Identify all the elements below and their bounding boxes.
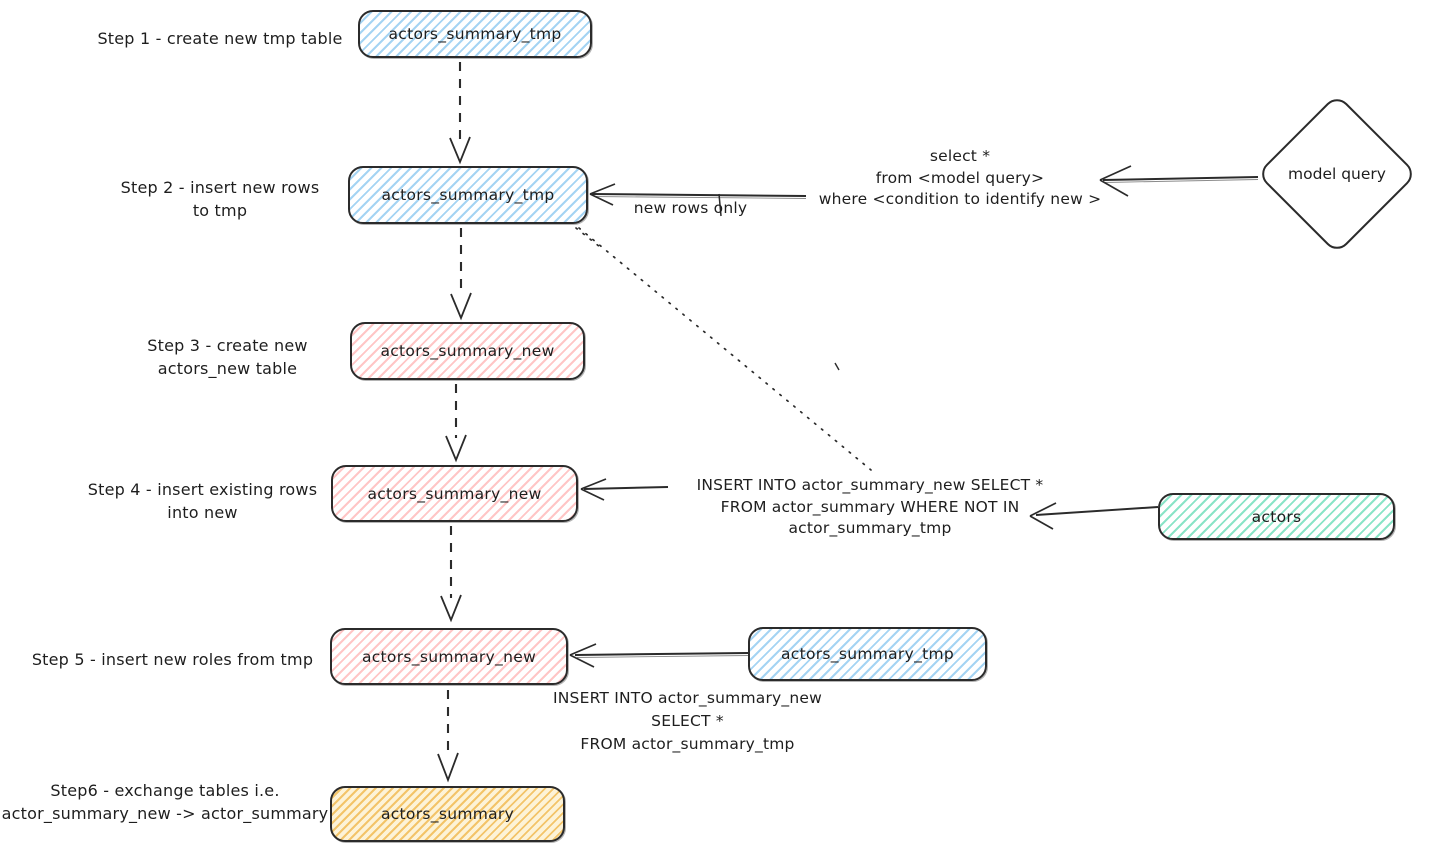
model-query-label: model query bbox=[1288, 165, 1386, 183]
insert-existing-line3: actor_summary_tmp bbox=[788, 519, 952, 537]
node-label: actors_summary_new bbox=[380, 342, 555, 360]
select-query-line2: from <model query> bbox=[875, 168, 1045, 187]
step1-label-line1: Step 1 - create new tmp table bbox=[97, 29, 343, 48]
step1-label: Step 1 - create new tmp table bbox=[85, 27, 355, 50]
node-actors[interactable]: actors bbox=[1158, 493, 1395, 540]
node-step6-actors-summary[interactable]: actors_summary bbox=[330, 786, 565, 842]
node-actors-summary-tmp-source[interactable]: actors_summary_tmp bbox=[748, 627, 987, 681]
annotation-insert-from-tmp-sql: INSERT INTO actor_summary_new SELECT * F… bbox=[535, 687, 840, 756]
arrow-tmp-to-step5 bbox=[569, 643, 749, 668]
arrow-step4-to-step5 bbox=[440, 526, 462, 623]
node-step1-actors-summary-tmp[interactable]: actors_summary_tmp bbox=[358, 10, 592, 58]
insert-tmp-line3: FROM actor_summary_tmp bbox=[580, 735, 795, 753]
step2-label-line1: Step 2 - insert new rows bbox=[120, 178, 320, 197]
node-label: actors_summary_new bbox=[361, 647, 537, 666]
node-step2-actors-summary-tmp[interactable]: actors_summary_tmp bbox=[348, 166, 588, 224]
step2-label-line2: to tmp bbox=[192, 201, 248, 220]
arrow-step5-to-step6 bbox=[437, 690, 459, 783]
arrow-step3-to-step4 bbox=[445, 384, 467, 463]
insert-tmp-line2: SELECT * bbox=[651, 712, 724, 730]
step2-label: Step 2 - insert new rows to tmp bbox=[100, 176, 340, 222]
step6-label-line1: Step6 - exchange tables i.e. bbox=[50, 781, 280, 800]
arrow-step2-to-step3 bbox=[450, 228, 472, 321]
annotation-new-rows-only: new rows only bbox=[633, 199, 748, 217]
step3-label: Step 3 - create new actors_new table bbox=[105, 334, 350, 380]
arrow-step1-to-step2 bbox=[449, 62, 471, 165]
select-query-line1: select * bbox=[929, 147, 991, 165]
node-label: actors bbox=[1251, 507, 1302, 526]
step6-label: Step6 - exchange tables i.e. actor_summa… bbox=[0, 779, 330, 825]
node-label: actors_summary_new bbox=[367, 484, 542, 503]
node-step5-actors-summary-new[interactable]: actors_summary_new bbox=[330, 628, 568, 685]
node-label: actors_summary bbox=[380, 805, 515, 823]
step3-label-line1: Step 3 - create new bbox=[147, 336, 308, 355]
node-step4-actors-summary-new[interactable]: actors_summary_new bbox=[331, 465, 578, 522]
insert-existing-line1: INSERT INTO actor_summary_new SELECT * bbox=[696, 476, 1044, 494]
node-step3-actors-summary-new[interactable]: actors_summary_new bbox=[350, 322, 585, 380]
select-query-line3: where <condition to identify new > bbox=[818, 190, 1102, 208]
annotation-insert-existing-sql: INSERT INTO actor_summary_new SELECT * F… bbox=[665, 475, 1075, 540]
step5-label: Step 5 - insert new roles from tmp bbox=[25, 648, 320, 671]
node-label: actors_summary_tmp bbox=[388, 25, 562, 43]
insert-existing-line2: FROM actor_summary WHERE NOT IN bbox=[720, 497, 1020, 516]
step4-label: Step 4 - insert existing rows into new bbox=[70, 478, 335, 524]
dotted-link-tmp-to-sql bbox=[575, 227, 872, 471]
step5-label-line1: Step 5 - insert new roles from tmp bbox=[31, 650, 314, 669]
step4-label-line1: Step 4 - insert existing rows bbox=[87, 480, 318, 499]
node-label: actors_summary_tmp bbox=[381, 186, 555, 204]
annotation-select-query: select * from <model query> where <condi… bbox=[795, 146, 1125, 211]
arrow-sql-to-step4 bbox=[580, 478, 669, 501]
insert-tmp-line1: INSERT INTO actor_summary_new bbox=[552, 689, 823, 707]
step3-label-line2: actors_new table bbox=[157, 359, 298, 378]
step6-label-line2: actor_summary_new -> actor_summary bbox=[1, 804, 329, 823]
stray-mark bbox=[834, 362, 840, 371]
step4-label-line2: into new bbox=[167, 503, 238, 522]
node-label: actors_summary_tmp bbox=[780, 645, 955, 663]
